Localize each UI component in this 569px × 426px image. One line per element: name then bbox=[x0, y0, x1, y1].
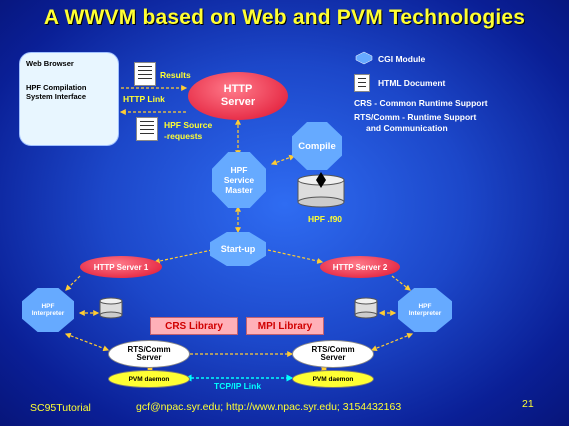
arrow-interp-rts-right bbox=[370, 332, 414, 352]
http-server-1-node: HTTP Server 1 bbox=[80, 256, 162, 278]
results-label: Results bbox=[160, 70, 191, 80]
html-document-icon bbox=[354, 74, 370, 92]
arrow-startup-http2 bbox=[267, 249, 324, 264]
rts-server-left: RTS/Comm Server bbox=[108, 340, 190, 368]
requests-label: -requests bbox=[164, 131, 203, 141]
startup-node: Start-up bbox=[210, 232, 266, 266]
web-browser-title: Web Browser bbox=[26, 59, 74, 68]
http-server-node: HTTP Server bbox=[188, 72, 288, 120]
legend-rts: RTS/Comm - Runtime Support bbox=[354, 112, 477, 122]
crs-library-box: CRS Library bbox=[150, 317, 238, 335]
hpf-f90-label: HPF .f90 bbox=[308, 214, 342, 224]
footer-left: SC95Tutorial bbox=[30, 402, 91, 414]
source-document-icon bbox=[136, 117, 158, 141]
pvm-daemon-right: PVM daemon bbox=[292, 370, 374, 388]
page-number: 21 bbox=[522, 398, 534, 410]
rts-server-right: RTS/Comm Server bbox=[292, 340, 374, 368]
legend-rts-continued: and Communication bbox=[366, 123, 448, 133]
compile-node: Compile bbox=[292, 122, 342, 170]
results-document-icon bbox=[134, 62, 156, 86]
pvm-daemon-left: PVM daemon bbox=[108, 370, 190, 388]
http-link-label: HTTP Link bbox=[123, 94, 165, 104]
slide-title: A WWVM based on Web and PVM Technologies bbox=[43, 6, 526, 29]
web-browser-box: Web Browser HPF Compilation System Inter… bbox=[19, 52, 119, 146]
web-browser-subtitle: HPF Compilation System Interface bbox=[26, 83, 87, 101]
http-server-2-node: HTTP Server 2 bbox=[320, 256, 400, 278]
arrow-master-compile bbox=[270, 154, 296, 166]
arrow-http2-interp bbox=[391, 275, 411, 291]
arrow-interp-rts-left bbox=[64, 332, 110, 352]
hpf-interpreter-left: HPF Interpreter bbox=[22, 288, 74, 332]
mpi-library-box: MPI Library bbox=[246, 317, 324, 335]
legend-crs: CRS - Common Runtime Support bbox=[354, 98, 488, 108]
hpf-f90-suffix: .f90 bbox=[327, 214, 343, 224]
hpf-f90-prefix: HPF bbox=[308, 214, 325, 224]
arrow-startup-http1 bbox=[153, 249, 213, 264]
footer-center: gcf@npac.syr.edu; http://www.npac.syr.ed… bbox=[136, 401, 402, 413]
hpf-interpreter-right: HPF Interpreter bbox=[398, 288, 452, 332]
hpf-source-label: HPF Source bbox=[164, 120, 213, 130]
arrow-http1-interp bbox=[65, 275, 81, 291]
legend-cgi: CGI Module bbox=[378, 54, 426, 64]
legend-html: HTML Document bbox=[378, 78, 446, 88]
service-master-node: HPF Service Master bbox=[212, 152, 266, 208]
tcpip-link-label: TCP/IP Link bbox=[214, 381, 262, 391]
